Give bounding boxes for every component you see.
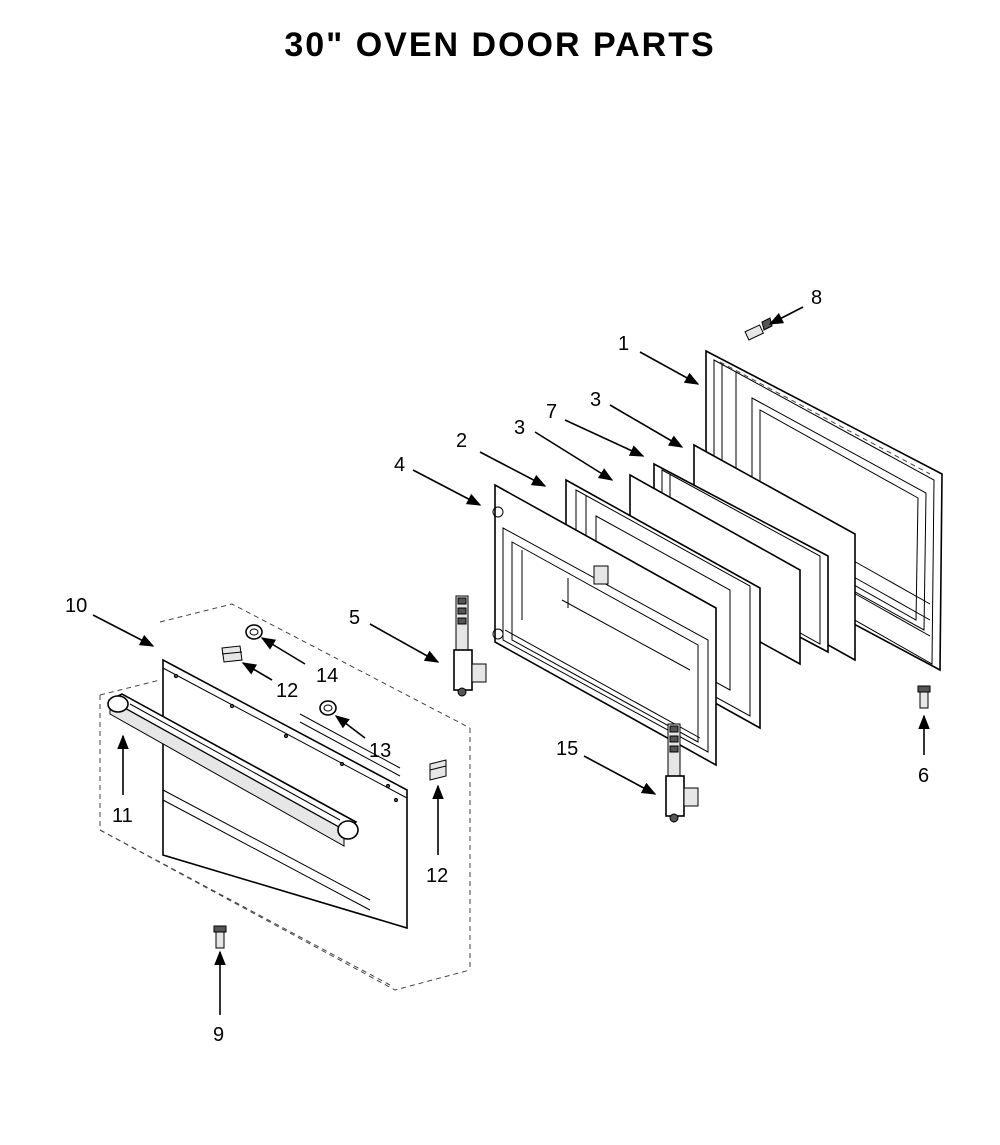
part-4-door-frame (492, 483, 717, 767)
part-14-bushing (245, 624, 263, 640)
callout-15: 15 (556, 738, 578, 760)
part-5-left-hinge (453, 595, 487, 697)
callout-6: 6 (918, 765, 929, 787)
page-title: 30" OVEN DOOR PARTS (284, 26, 716, 64)
callout-2: 2 (456, 430, 467, 452)
part-13-bushing (319, 700, 337, 716)
callout-3-rear: 3 (590, 389, 601, 411)
part-8-screw (744, 317, 773, 341)
callout-1: 1 (618, 333, 629, 355)
callout-9: 9 (213, 1024, 224, 1046)
callout-4: 4 (394, 454, 405, 476)
callout-12-lower: 12 (426, 865, 448, 887)
part-12-clip-upper (221, 645, 243, 663)
door-dashed-outline (99, 603, 471, 991)
callout-8: 8 (811, 287, 822, 309)
callout-12-upper: 12 (276, 680, 298, 702)
part-1-door-liner (705, 349, 943, 672)
part-6-screw (917, 685, 931, 709)
callout-5: 5 (349, 607, 360, 629)
callout-13: 13 (369, 740, 391, 762)
part-9-screw (213, 925, 227, 949)
part-12-clip-lower (429, 759, 447, 781)
part-15-right-hinge (665, 723, 699, 823)
callout-11: 11 (112, 805, 133, 827)
callout-10: 10 (65, 595, 87, 617)
callout-3-front: 3 (514, 417, 525, 439)
callout-7: 7 (546, 401, 557, 423)
part-11-handle (107, 693, 359, 847)
leader-arrows (92, 306, 930, 1015)
callout-14: 14 (316, 665, 338, 687)
